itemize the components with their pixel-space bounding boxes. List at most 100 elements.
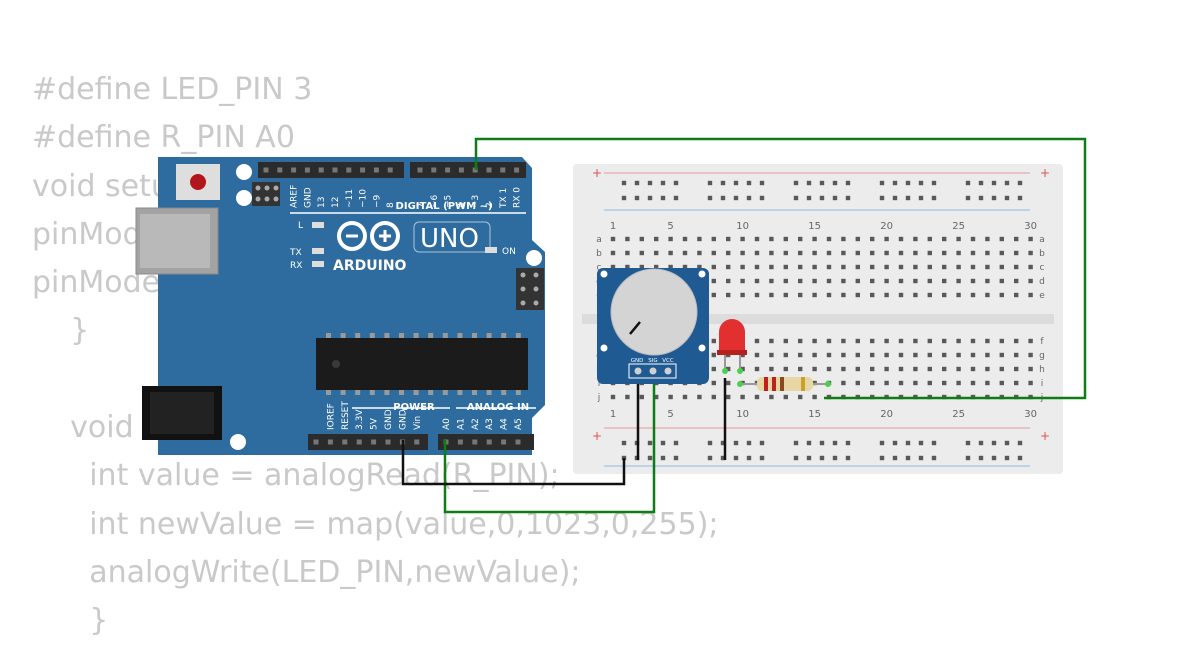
breadboard-hole[interactable] (884, 292, 889, 298)
pot-pin-sig[interactable] (649, 367, 657, 375)
rail-hole[interactable] (832, 455, 838, 461)
breadboard-hole[interactable] (783, 394, 788, 400)
rail-hole[interactable] (892, 180, 898, 186)
rail-hole[interactable] (759, 440, 765, 446)
header-hole[interactable] (373, 167, 379, 173)
breadboard-hole[interactable] (826, 292, 832, 298)
breadboard-hole[interactable] (913, 292, 918, 298)
breadboard-hole[interactable] (942, 366, 947, 372)
rail-hole[interactable] (965, 440, 971, 446)
breadboard-hole[interactable] (726, 278, 731, 284)
breadboard-hole[interactable] (668, 236, 673, 242)
breadboard-hole[interactable] (942, 236, 947, 242)
breadboard-hole[interactable] (754, 278, 760, 284)
breadboard-hole[interactable] (927, 236, 932, 242)
breadboard-hole[interactable] (870, 264, 875, 270)
breadboard-hole[interactable] (841, 264, 846, 270)
breadboard-hole[interactable] (610, 264, 616, 270)
rail-hole[interactable] (759, 455, 765, 461)
breadboard-hole[interactable] (913, 236, 918, 242)
breadboard-hole[interactable] (697, 394, 702, 400)
breadboard-hole[interactable] (697, 264, 702, 270)
breadboard-hole[interactable] (870, 352, 875, 358)
breadboard-hole[interactable] (769, 264, 774, 270)
breadboard-hole[interactable] (956, 380, 961, 386)
breadboard-hole[interactable] (726, 366, 731, 372)
breadboard-hole[interactable] (639, 250, 644, 256)
rail-hole[interactable] (819, 455, 825, 461)
breadboard-hole[interactable] (769, 338, 774, 344)
breadboard-hole[interactable] (970, 352, 976, 358)
rail-hole[interactable] (806, 455, 812, 461)
rail-hole[interactable] (647, 455, 653, 461)
breadboard-hole[interactable] (927, 264, 932, 270)
breadboard-hole[interactable] (855, 264, 860, 270)
breadboard-hole[interactable] (999, 250, 1004, 256)
breadboard-hole[interactable] (1028, 278, 1033, 284)
breadboard-hole[interactable] (610, 250, 616, 256)
header-hole[interactable] (318, 167, 324, 173)
breadboard-hole[interactable] (682, 264, 688, 270)
header-hole[interactable] (304, 167, 310, 173)
rail-hole[interactable] (621, 180, 627, 186)
breadboard-hole[interactable] (740, 264, 745, 270)
breadboard-hole[interactable] (956, 278, 961, 284)
breadboard-hole[interactable] (682, 236, 688, 242)
header-hole[interactable] (332, 167, 338, 173)
breadboard-hole[interactable] (826, 352, 832, 358)
breadboard-hole[interactable] (942, 380, 947, 386)
rail-hole[interactable] (634, 195, 640, 201)
rail-hole[interactable] (673, 195, 679, 201)
rail-hole[interactable] (991, 440, 997, 446)
rail-hole[interactable] (621, 195, 627, 201)
breadboard-hole[interactable] (1014, 366, 1019, 372)
breadboard-hole[interactable] (870, 380, 875, 386)
breadboard-hole[interactable] (927, 366, 932, 372)
breadboard-hole[interactable] (855, 250, 860, 256)
rail-hole[interactable] (720, 440, 726, 446)
breadboard-hole[interactable] (798, 366, 803, 372)
breadboard-hole[interactable] (812, 278, 817, 284)
breadboard-hole[interactable] (884, 380, 889, 386)
rail-hole[interactable] (905, 195, 911, 201)
breadboard-hole[interactable] (942, 264, 947, 270)
breadboard-hole[interactable] (668, 250, 673, 256)
header-hole[interactable] (387, 167, 393, 173)
rail-hole[interactable] (746, 180, 752, 186)
header-hole[interactable] (514, 167, 520, 173)
breadboard-hole[interactable] (898, 264, 904, 270)
breadboard-hole[interactable] (884, 338, 889, 344)
header-hole[interactable] (414, 439, 420, 445)
breadboard-hole[interactable] (927, 352, 932, 358)
breadboard-hole[interactable] (898, 380, 904, 386)
rail-hole[interactable] (832, 440, 838, 446)
rail-hole[interactable] (965, 180, 971, 186)
breadboard-hole[interactable] (1014, 236, 1019, 242)
rail-hole[interactable] (733, 195, 739, 201)
rail-hole[interactable] (978, 180, 984, 186)
breadboard-hole[interactable] (711, 250, 716, 256)
pot-pin-gnd[interactable] (634, 367, 642, 375)
rail-hole[interactable] (707, 455, 713, 461)
breadboard-hole[interactable] (740, 292, 745, 298)
breadboard-hole[interactable] (783, 264, 788, 270)
breadboard-hole[interactable] (855, 236, 860, 242)
breadboard-hole[interactable] (999, 292, 1004, 298)
rail-hole[interactable] (673, 440, 679, 446)
rail-hole[interactable] (720, 455, 726, 461)
wire-black-gnd-to-rail[interactable] (401, 440, 626, 486)
rail-hole[interactable] (879, 195, 885, 201)
breadboard-hole[interactable] (754, 366, 760, 372)
breadboard-hole[interactable] (970, 292, 976, 298)
rail-hole[interactable] (660, 180, 666, 186)
breadboard-hole[interactable] (999, 278, 1004, 284)
breadboard-hole[interactable] (654, 250, 659, 256)
rail-hole[interactable] (892, 195, 898, 201)
breadboard-hole[interactable] (1028, 380, 1033, 386)
header-hole[interactable] (263, 167, 269, 173)
breadboard-hole[interactable] (927, 278, 932, 284)
breadboard-hole[interactable] (726, 292, 731, 298)
breadboard-hole[interactable] (841, 236, 846, 242)
rail-hole[interactable] (660, 195, 666, 201)
breadboard-hole[interactable] (610, 236, 616, 242)
